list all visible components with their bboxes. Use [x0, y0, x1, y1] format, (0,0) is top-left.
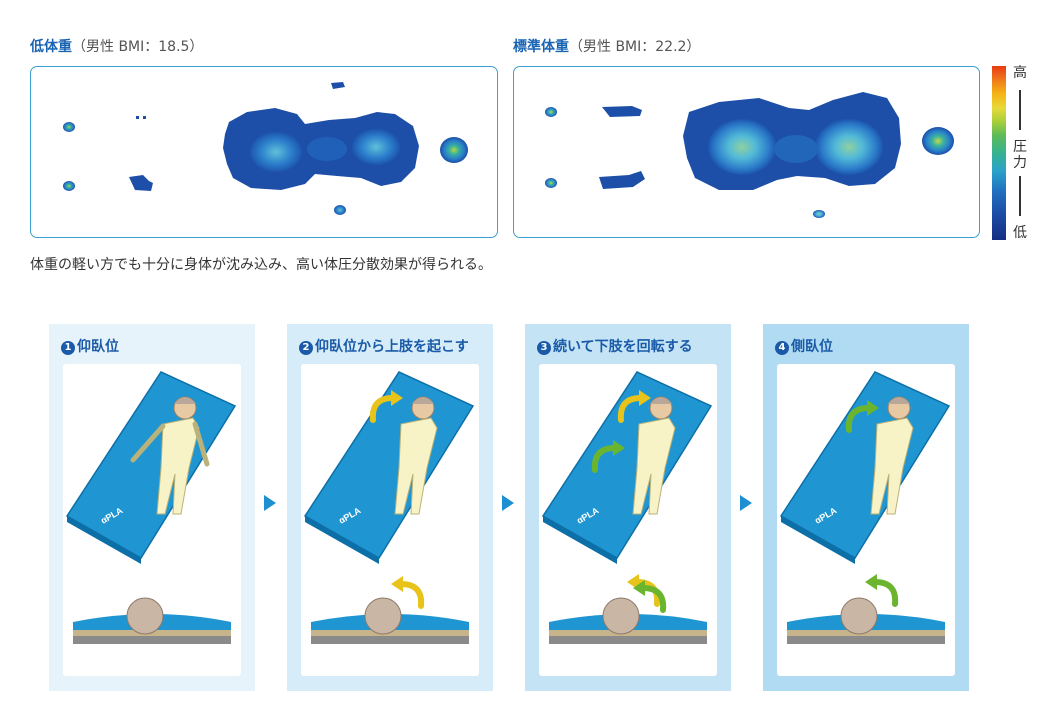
scale-label-pressure-1: 圧	[1013, 139, 1027, 155]
step-drawing-4: αPLA	[779, 371, 951, 644]
caption-text: 体重の軽い方でも十分に身体が沈み込み、高い体圧分散効果が得られる。	[30, 257, 492, 273]
scale-arrow-up-icon	[1019, 90, 1021, 130]
step-illustration-1: αPLA	[63, 364, 241, 676]
scale-label-high: 高	[1013, 65, 1027, 81]
step-number-4: 4	[775, 341, 789, 355]
pressure-map-standard-weight	[513, 66, 980, 238]
step-illustration-4: αPLA	[777, 364, 955, 676]
scale-arrow-down-icon	[1019, 176, 1021, 216]
step-drawing-3: αPLA	[541, 371, 713, 644]
scale-label-low: 低	[1013, 225, 1027, 241]
next-arrow-icon	[740, 495, 752, 511]
step-illustration-3: αPLA	[539, 364, 717, 676]
step-drawing-1: αPLA	[65, 371, 237, 644]
step-drawing-2: αPLA	[303, 371, 475, 644]
step-number-1: 1	[61, 341, 75, 355]
pressure-color-scale	[992, 66, 1006, 240]
next-arrow-icon	[502, 495, 514, 511]
step-illustration-2: αPLA	[301, 364, 479, 676]
pressure-map-low-weight	[30, 66, 498, 238]
map-title-standard-weight: 標準体重（男性 BMI：22.2）	[513, 39, 701, 55]
next-arrow-icon	[264, 495, 276, 511]
step-number-2: 2	[299, 341, 313, 355]
map-title-low-weight: 低体重（男性 BMI：18.5）	[30, 39, 204, 55]
step-number-3: 3	[537, 341, 551, 355]
scale-label-pressure-2: 力	[1013, 155, 1027, 171]
